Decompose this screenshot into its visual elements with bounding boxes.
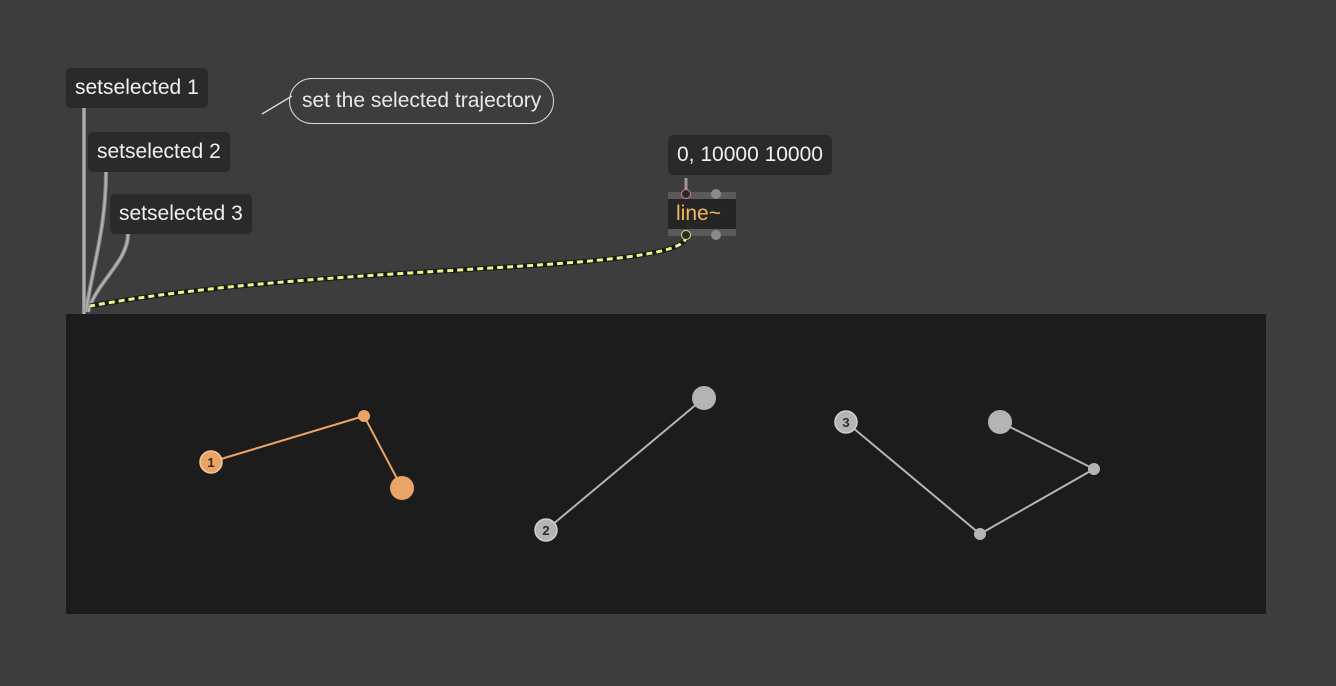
trajectory-2[interactable]: 2 bbox=[534, 386, 716, 542]
trajectory-1-waypoint[interactable] bbox=[358, 410, 370, 422]
comment-bubble: set the selected trajectory bbox=[289, 78, 555, 124]
trajectory-3[interactable]: 3 bbox=[834, 410, 1100, 540]
trajectory-3-end-point[interactable] bbox=[988, 410, 1012, 434]
setselected-1-message[interactable]: setselected 1 bbox=[66, 68, 208, 108]
signal-outlet-port[interactable] bbox=[681, 230, 691, 240]
trajectory-3-waypoint[interactable] bbox=[1088, 463, 1100, 475]
setselected-2-message[interactable]: setselected 2 bbox=[88, 132, 230, 172]
trajectory-1-start-point[interactable] bbox=[199, 450, 223, 474]
outlet-port[interactable] bbox=[711, 230, 721, 240]
trajectory-1-end-point[interactable] bbox=[390, 476, 414, 500]
object-inlet-bar bbox=[668, 192, 736, 199]
trajectory-3-label: 3 bbox=[842, 415, 849, 430]
trajectory-2-end-point[interactable] bbox=[692, 386, 716, 410]
ramp-message[interactable]: 0, 10000 10000 bbox=[668, 135, 832, 175]
trajectory-2-start-point[interactable] bbox=[534, 518, 558, 542]
trajectory-2-label: 2 bbox=[542, 523, 549, 538]
setselected-3-message[interactable]: setselected 3 bbox=[110, 194, 252, 234]
trajectory-1-label: 1 bbox=[207, 455, 214, 470]
line-tilde-object[interactable]: line~ bbox=[668, 189, 736, 240]
trajectory-canvas[interactable]: 1 2 3 bbox=[66, 314, 1266, 614]
object-outlet-bar bbox=[668, 229, 736, 236]
trajectory-panel[interactable]: 1 2 3 bbox=[66, 314, 1266, 614]
trajectory-3-start-point[interactable] bbox=[834, 410, 858, 434]
inlet-port[interactable] bbox=[711, 189, 721, 199]
object-label: line~ bbox=[676, 202, 721, 225]
signal-inlet-port[interactable] bbox=[681, 189, 691, 199]
trajectory-1[interactable]: 1 bbox=[199, 410, 414, 500]
trajectory-3-waypoint[interactable] bbox=[974, 528, 986, 540]
